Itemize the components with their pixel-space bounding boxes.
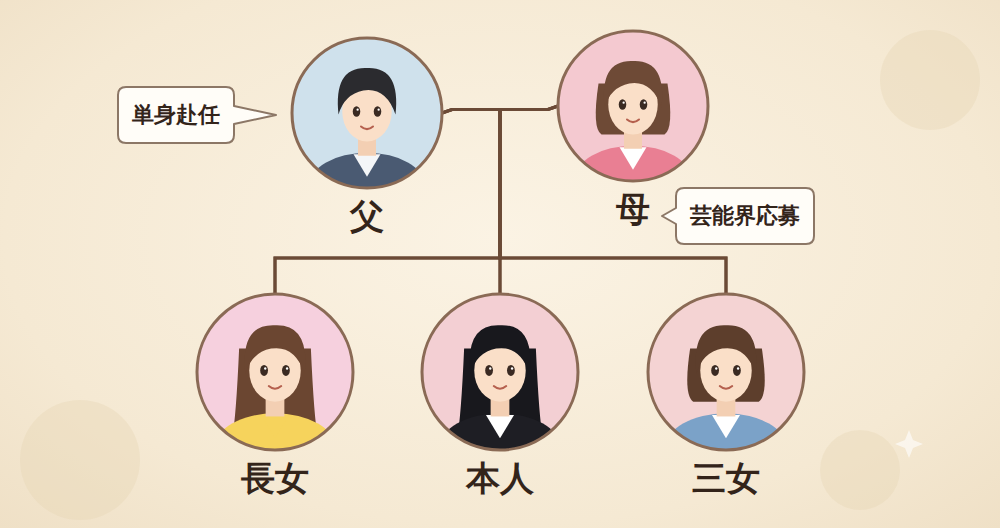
- portrait-circle: [288, 34, 446, 192]
- family-line: [500, 106, 558, 294]
- family-member: 父: [288, 34, 446, 240]
- speech-callout: 芸能界応募: [676, 188, 814, 244]
- member-label: 本人: [418, 458, 582, 498]
- family-member: 本人: [418, 290, 582, 502]
- callout-text: 芸能界応募: [676, 188, 814, 244]
- member-label: 父: [288, 196, 446, 236]
- callout-text: 単身赴任: [118, 87, 234, 143]
- portrait-circle: [418, 290, 582, 454]
- family-member: 三女: [644, 290, 808, 502]
- portrait-circle: [644, 290, 808, 454]
- family-member: 長女: [193, 290, 357, 502]
- member-label: 三女: [644, 458, 808, 498]
- portrait-circle: [554, 27, 712, 185]
- portrait-circle: [193, 290, 357, 454]
- family-line: [442, 110, 500, 295]
- member-label: 長女: [193, 458, 357, 498]
- speech-callout: 単身赴任: [118, 87, 234, 143]
